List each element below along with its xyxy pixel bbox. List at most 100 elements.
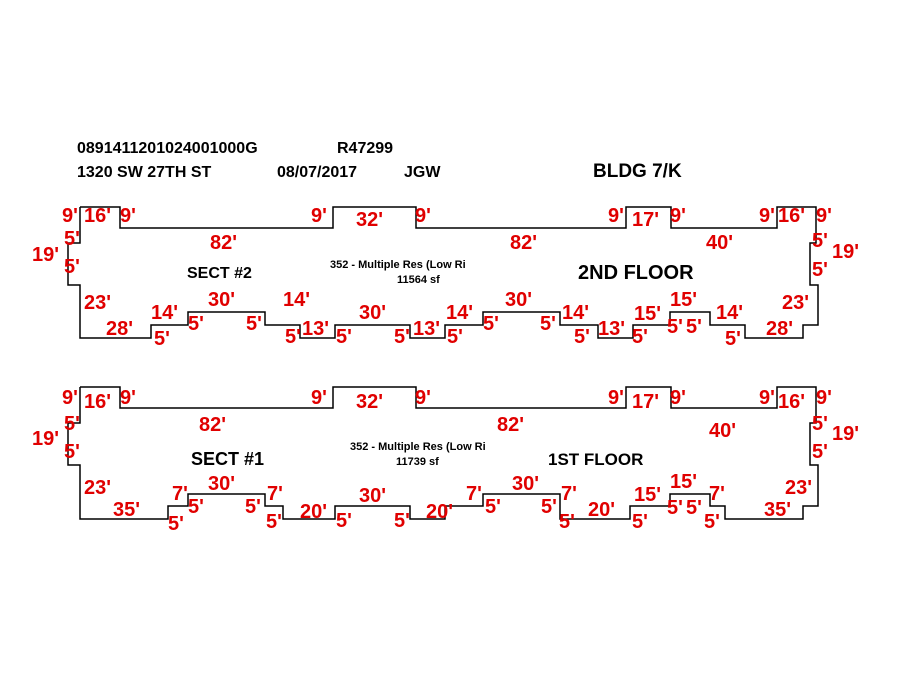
dim-label: 9' [759, 387, 775, 409]
floor1-dimensions: 9' 16' 9' 19' 5' 5' 82' 23' 35' 5' 7' 5'… [32, 387, 859, 535]
dim-label: 5' [336, 510, 352, 532]
dim-label: 30' [208, 289, 235, 311]
dim-label: 82' [510, 232, 537, 254]
dim-label: 17' [632, 209, 659, 231]
dim-label: 13' [302, 318, 329, 340]
dim-label: 14' [716, 302, 743, 324]
dim-label: 5' [266, 511, 282, 533]
floor2-use-label: 352 - Multiple Res (Low Ri [330, 259, 466, 271]
dim-label: 5' [667, 316, 683, 338]
dim-label: 40' [709, 420, 736, 442]
dim-label: 28' [766, 318, 793, 340]
floor2-floor-label: 2ND FLOOR [578, 262, 694, 284]
record-id: R47299 [337, 140, 394, 157]
dim-label: 5' [540, 313, 556, 335]
dim-label: 7' [466, 483, 482, 505]
dim-label: 16' [778, 391, 805, 413]
floor1-section-label: SECT #1 [191, 449, 264, 469]
dim-label: 32' [356, 391, 383, 413]
floor2-outline [67, 206, 819, 339]
floor2-section-label: SECT #2 [187, 265, 252, 282]
dim-label: 30' [512, 473, 539, 495]
floor1-floor-label: 1ST FLOOR [548, 450, 643, 469]
dim-label: 20' [588, 499, 615, 521]
dim-label: 9' [120, 205, 136, 227]
dim-label: 5' [64, 256, 80, 278]
dim-label: 5' [812, 259, 828, 281]
dim-label: 9' [670, 387, 686, 409]
dim-label: 28' [106, 318, 133, 340]
dim-label: 7' [709, 483, 725, 505]
dim-label: 5' [686, 497, 702, 519]
dim-label: 14' [562, 302, 589, 324]
dim-label: 5' [394, 510, 410, 532]
dim-label: 5' [559, 511, 575, 533]
dim-label: 20' [426, 501, 453, 523]
dim-label: 14' [151, 302, 178, 324]
floor1-outline [67, 386, 819, 520]
dim-label: 15' [670, 289, 697, 311]
dim-label: 9' [670, 205, 686, 227]
dim-label: 35' [764, 499, 791, 521]
dim-label: 9' [120, 387, 136, 409]
dim-label: 5' [632, 326, 648, 348]
dim-label: 16' [84, 391, 111, 413]
dim-label: 9' [816, 205, 832, 227]
appraiser-initials: JGW [404, 164, 441, 181]
dim-label: 19' [32, 428, 59, 450]
dim-label: 15' [634, 484, 661, 506]
dim-label: 82' [210, 232, 237, 254]
dim-label: 5' [245, 496, 261, 518]
dim-label: 15' [670, 471, 697, 493]
dim-label: 17' [632, 391, 659, 413]
dim-label: 5' [188, 313, 204, 335]
dim-label: 13' [413, 318, 440, 340]
dim-label: 5' [812, 441, 828, 463]
dim-label: 5' [686, 316, 702, 338]
dim-label: 5' [541, 496, 557, 518]
dim-label: 5' [64, 441, 80, 463]
dim-label: 32' [356, 209, 383, 231]
dim-label: 9' [816, 387, 832, 409]
dim-label: 5' [336, 326, 352, 348]
dim-label: 9' [311, 205, 327, 227]
dim-label: 35' [113, 499, 140, 521]
dim-label: 5' [64, 228, 80, 250]
dim-label: 82' [497, 414, 524, 436]
dim-label: 13' [598, 318, 625, 340]
dim-label: 19' [832, 423, 859, 445]
dim-label: 9' [311, 387, 327, 409]
dim-label: 5' [483, 313, 499, 335]
floor1-use-label: 352 - Multiple Res (Low Ri [350, 441, 486, 453]
dim-label: 9' [62, 205, 78, 227]
dim-label: 9' [415, 205, 431, 227]
dim-label: 5' [485, 496, 501, 518]
dim-label: 30' [359, 485, 386, 507]
dim-label: 14' [446, 302, 473, 324]
dim-label: 30' [208, 473, 235, 495]
dim-label: 16' [778, 205, 805, 227]
dim-label: 30' [505, 289, 532, 311]
dim-label: 19' [832, 241, 859, 263]
dim-label: 15' [634, 303, 661, 325]
dim-label: 5' [812, 413, 828, 435]
dim-label: 14' [283, 289, 310, 311]
building-label: BLDG 7/K [593, 161, 682, 182]
dim-label: 40' [706, 232, 733, 254]
dim-label: 5' [188, 496, 204, 518]
dim-label: 5' [285, 326, 301, 348]
dim-label: 5' [64, 413, 80, 435]
dim-label: 23' [785, 477, 812, 499]
dim-label: 5' [667, 497, 683, 519]
dim-label: 23' [84, 292, 111, 314]
dim-label: 7' [267, 483, 283, 505]
floor2-dimensions: 9' 16' 9' 19' 5' 5' 82' 23' 28' 5' 14' 5… [32, 205, 859, 350]
parcel-id: 089141120102400100​0G [77, 140, 258, 157]
sketch-date: 08/07/2017 [277, 164, 358, 181]
dim-label: 20' [300, 501, 327, 523]
dim-label: 5' [394, 326, 410, 348]
dim-label: 5' [154, 328, 170, 350]
dim-label: 9' [415, 387, 431, 409]
dim-label: 19' [32, 244, 59, 266]
